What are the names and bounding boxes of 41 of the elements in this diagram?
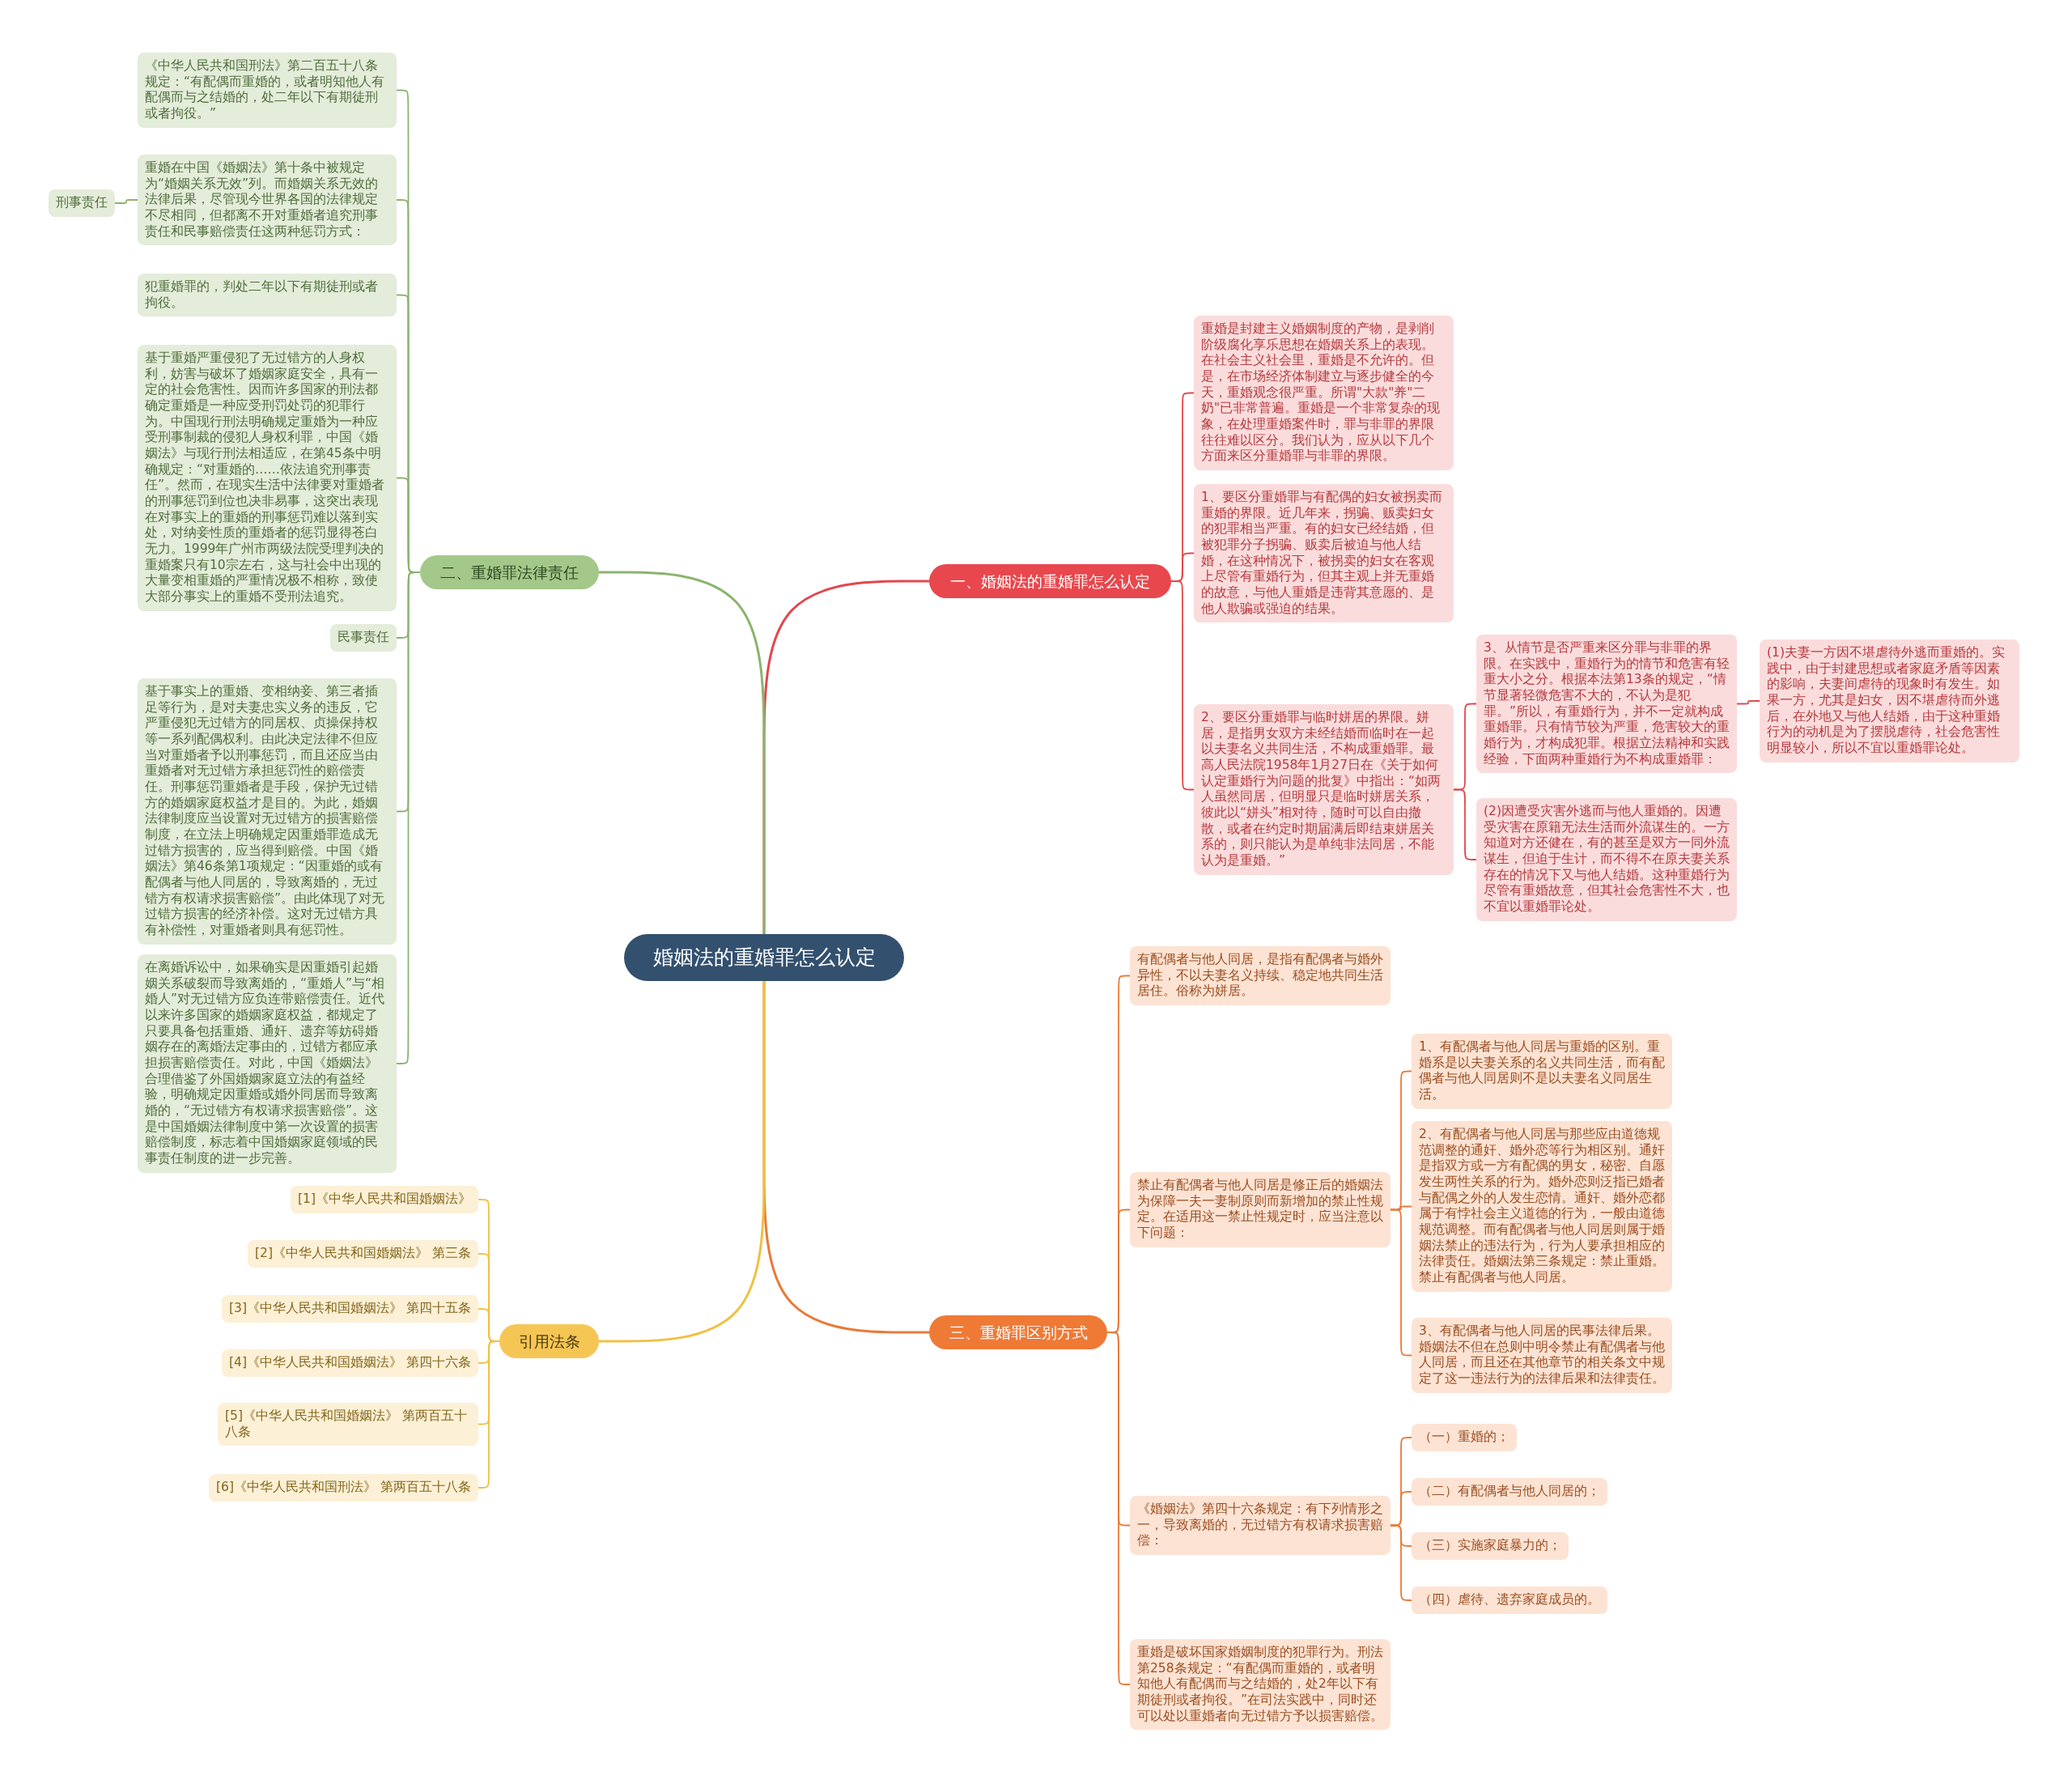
connector-line xyxy=(1736,700,1760,705)
subtopic-card: 民事责任 xyxy=(330,624,397,652)
connector-line xyxy=(599,571,766,934)
subtopic-card: 2、有配偶者与他人同居与那些应由道德规范调整的通奸、婚外恋等行为相区别。通奸是指双方或一方有配偶的男女，秘密、自愿发生两性关系的行为。婚外恋则泛指已婚者与配偶之外的人发生恋情。通奸、婚外恋都属于有悖社会主义道德的行为，一般由道德规范调整。而有配偶者与他人同居则属于婚姻法禁止的违法行为，行为人要承担相应的法律责任。婚姻法第三条规定：禁止重婚。禁止有配偶者与他人同居。 xyxy=(1412,1121,1672,1292)
branch-topic: 三、重婚罪区别方式 xyxy=(929,1315,1107,1350)
subtopic-card: [3]《中华人民共和国婚姻法》 第四十五条 xyxy=(222,1295,478,1323)
subtopic-card: 基于事实上的重婚、变相纳妾、第三者插足等行为，是对夫妻忠实义务的违反，它严重侵犯无过错方的同居权、贞操保持权等一系列配偶权利。由此决定法律不但应当对重婚者予以刑事惩罚，而且还应当由重婚者对无过错方承担惩罚性的赔偿责任。刑事惩罚重婚者是手段，保护无过错方的婚姻家庭权益才是目的。为此，婚姻法律制度应当设置对无过错方的损害赔偿制度，在立法上明确规定因重婚罪造成无过错方损害的，应当得到赔偿。中国《婚姻法》第46条第1项规定：“因重婚的或有配偶者与他人同居的，导致离婚的，无过错方有权请求损害赔偿”。由此体现了对无过错方损害的经济补偿。这对无过错方具有补偿性，对重婚者则具有惩罚性。 xyxy=(138,678,397,945)
connector-line xyxy=(1170,580,1195,791)
subtopic-card: 2、要区分重婚罪与临时姘居的界限。姘居，是指男女双方未经结婚而临时在一起以夫妻名义共同生活，不构成重婚罪。最高人民法院1958年1月27日在《关于如何认定重婚行为问题的批复》中指出：“如两人虽然同居，但明显只是临时姘居关系，彼此以“姘头”相对待，随时可以自由撤散，或者在约定时期届满后即结束姘居关系的，则只能认为是单纯非法同居，不能认为是重婚。” xyxy=(1194,704,1454,875)
subtopic-card: [2]《中华人民共和国婚姻法》 第三条 xyxy=(248,1240,478,1268)
subtopic-card: 有配偶者与他人同居，是指有配偶者与婚外异性，不以夫妻名义持续、稳定地共同生活居住。俗称为姘居。 xyxy=(1130,946,1391,1005)
subtopic-card: （四）虐待、遗弃家庭成员的。 xyxy=(1412,1586,1607,1614)
subtopic-card: 重婚是破坏国家婚姻制度的犯罪行为。刑法第258条规定：“有配偶而重婚的，或者明知他人有配偶而与之结婚的，处2年以下有期徒刑或者拘役。”在司法实践中，同时还可以处以重婚者向无过错方予以损害赔偿。 xyxy=(1130,1639,1391,1731)
branch-topic: 引用法条 xyxy=(499,1324,599,1359)
central-topic: 婚姻法的重婚罪怎么认定 xyxy=(624,934,904,981)
subtopic-card: 3、从情节是否严重来区分罪与非罪的界限。在实践中，重婚行为的情节和危害有轻重大小之分。根据本法第13条的规定，“情节显著轻微危害不大的，不认为是犯罪。”所以，有重婚行为，并不一定就构成重婚罪。只有情节较为严重，危害较大的重婚行为，才构成犯罪。根据立法精神和实践经验，下面两种重婚行为不构成重婚罪： xyxy=(1476,635,1737,774)
subtopic-card: [1]《中华人民共和国婚姻法》 xyxy=(291,1186,478,1213)
subtopic-card: (2)因遭受灾害外逃而与他人重婚的。因遭受灾害在原籍无法生活而外流谋生的。一方知道对方还健在，有的甚至是双方一同外流谋生，但迫于生计，而不得不在原夫妻关系存在的情况下又与他人结婚。这种重婚行为尽管有重婚故意，但其社会危害性不大，也不宜以重婚罪论处。 xyxy=(1476,798,1737,921)
subtopic-card: 1、要区分重婚罪与有配偶的妇女被拐卖而重婚的界限。近几年来，拐骗、贩卖妇女的犯罪相当严重。有的妇女已经结婚，但被犯罪分子拐骗、贩卖后被迫与他人结婚，在这种情况下，被拐卖的妇女在客观上尽管有重婚行为，但其主观上并无重婚的故意，与他人重婚是违背其意愿的、是他人欺骗或强迫的结果。 xyxy=(1194,484,1454,623)
subtopic-card: （三）实施家庭暴力的； xyxy=(1412,1532,1569,1560)
subtopic-card: [6]《中华人民共和国刑法》 第两百五十八条 xyxy=(209,1474,478,1502)
subtopic-card: 重婚是封建主义婚姻制度的产物，是剥削阶级腐化享乐思想在婚姻关系上的表现。在社会主义社会里，重婚是不允许的。但是，在市场经济体制建立与逐步健全的今天，重婚观念很严重。所谓"大款"养"二奶"已非常普遍。重婚是一个非常复杂的现象，在处理重婚案件时，罪与非罪的界限往往难以区分。我们认为，应从以下几个方面来区分重婚罪与非罪的界限。 xyxy=(1194,316,1454,471)
subtopic-card: 《婚姻法》第四十六条规定：有下列情形之一，导致离婚的，无过错方有权请求损害赔偿： xyxy=(1130,1496,1391,1555)
subtopic-card: 刑事责任 xyxy=(49,189,115,217)
branch-topic: 一、婚姻法的重婚罪怎么认定 xyxy=(929,564,1171,599)
subtopic-card: 1、有配偶者与他人同居与重婚的区别。重婚系是以夫妻关系的名义共同生活，而有配偶者与他人同居则不是以夫妻名义同居生活。 xyxy=(1412,1034,1672,1109)
subtopic-card: [5]《中华人民共和国婚姻法》 第两百五十八条 xyxy=(218,1403,478,1446)
subtopic-card: 《中华人民共和国刑法》第二百五十八条规定：“有配偶而重婚的，或者明知他人有配偶而与之结婚的，处二年以下有期徒刑或者拘役。” xyxy=(138,53,397,128)
connector-line xyxy=(114,199,138,204)
subtopic-card: 禁止有配偶者与他人同居是修正后的婚姻法为保障一夫一妻制原则而新增加的禁止性规定。在适用这一禁止性规定时，应当注意以下问题： xyxy=(1130,1172,1391,1247)
subtopic-card: 重婚在中国《婚姻法》第十条中被规定为“婚姻关系无效”列。而婚姻关系无效的法律后果，尽管现今世界各国的法律规定不尽相同，但都离不开对重婚者追究刑事责任和民事赔偿责任这两种惩罚方式： xyxy=(138,155,397,246)
subtopic-card: 犯重婚罪的，判处二年以下有期徒刑或者拘役。 xyxy=(138,274,397,317)
subtopic-card: [4]《中华人民共和国婚姻法》 第四十六条 xyxy=(222,1349,478,1377)
branch-topic: 二、重婚罪法律责任 xyxy=(420,555,599,590)
subtopic-card: 在离婚诉讼中，如果确实是因重婚引起婚姻关系破裂而导致离婚的，“重婚人”与“相婚人”对无过错方应负连带赔偿责任。近代以来许多国家的婚姻家庭权益，都规定了只要具备包括重婚、通奸、遗弃等妨碍婚姻存在的离婚法定事由的，过错方都应承担损害赔偿责任。对此，中国《婚姻法》合理借鉴了外国婚姻家庭立法的有益经验，明确规定因重婚或婚外同居而导致离婚的，“无过错方有权请求损害赔偿”。这是中国婚姻法律制度中第一次设置的损害赔偿制度，标志着中国婚姻家庭领域的民事责任制度的进一步完善。 xyxy=(138,954,397,1173)
subtopic-card: 基于重婚严重侵犯了无过错方的人身权利，妨害与破坏了婚姻家庭安全，具有一定的社会危害性。因而许多国家的刑法都确定重婚是一种应受刑罚处罚的犯罪行为。中国现行刑法明确规定重婚为一种应受刑事制裁的侵犯人身权利罪，中国《婚姻法》与现行刑法相适应，在第45条中明确规定：“对重婚的……依法追究刑事责任”。然而，在现实生活中法律要对重婚者的刑事惩罚到位也决非易事，这突出表现在对事实上的重婚的刑事惩罚难以落到实处，对纳妾性质的重婚者的惩罚显得苍白无力。1999年广州市两级法院受理判决的重婚案只有10宗左右，这与社会中出现的大量变相重婚的严重情况极不相称，致使大部分事实上的重婚不受刑法追究。 xyxy=(138,345,397,611)
subtopic-card: (1)夫妻一方因不堪虐待外逃而重婚的。实践中，由于封建思想或者家庭矛盾等因素的影响，夫妻间虐待的现象时有发生。如果一方，尤其是妇女，因不堪虐待而外逃后，在外地又与他人结婚，由于这种重婚行为的动机是为了摆脱虐待，社会危害性明显较小，所以不宜以重婚罪论处。 xyxy=(1760,639,2019,762)
subtopic-card: （二）有配偶者与他人同居的； xyxy=(1412,1478,1607,1506)
subtopic-card: 3、有配偶者与他人同居的民事法律后果。婚姻法不但在总则中明令禁止有配偶者与他人同居，而且还在其他章节的相关条文中规定了这一违法行为的法律后果和法律责任。 xyxy=(1412,1318,1672,1393)
subtopic-card: （一）重婚的； xyxy=(1412,1424,1517,1451)
connector-line xyxy=(599,981,766,1343)
